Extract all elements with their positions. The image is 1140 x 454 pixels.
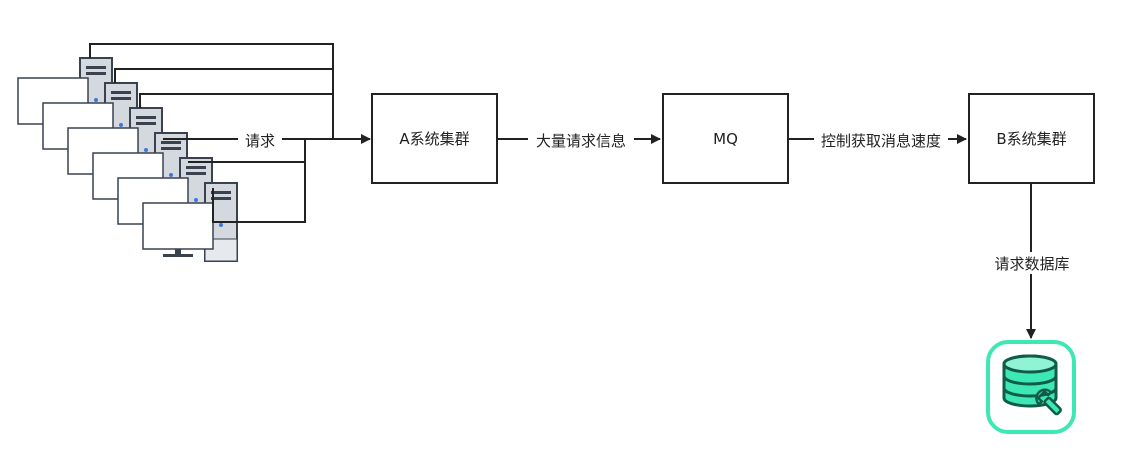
query-db-label-bg (988, 252, 1076, 274)
request-label-bg (238, 130, 282, 150)
client-computers-group (17, 57, 238, 262)
request-label: 请求 (245, 132, 275, 150)
bulk-requests-label-bg (528, 130, 634, 150)
a-cluster-label: A系统集群 (399, 130, 469, 148)
query-db-label: 请求数据库 (994, 255, 1069, 273)
control-speed-label: 控制获取消息速度 (821, 132, 941, 150)
b-cluster-label: B系统集群 (996, 130, 1066, 148)
control-speed-label-bg (814, 130, 948, 150)
a-cluster-box (371, 93, 498, 184)
bulk-requests-label: 大量请求信息 (536, 132, 626, 150)
database-wrench-icon (986, 340, 1076, 434)
b-cluster-box (968, 93, 1095, 184)
mq-label: MQ (713, 130, 738, 148)
